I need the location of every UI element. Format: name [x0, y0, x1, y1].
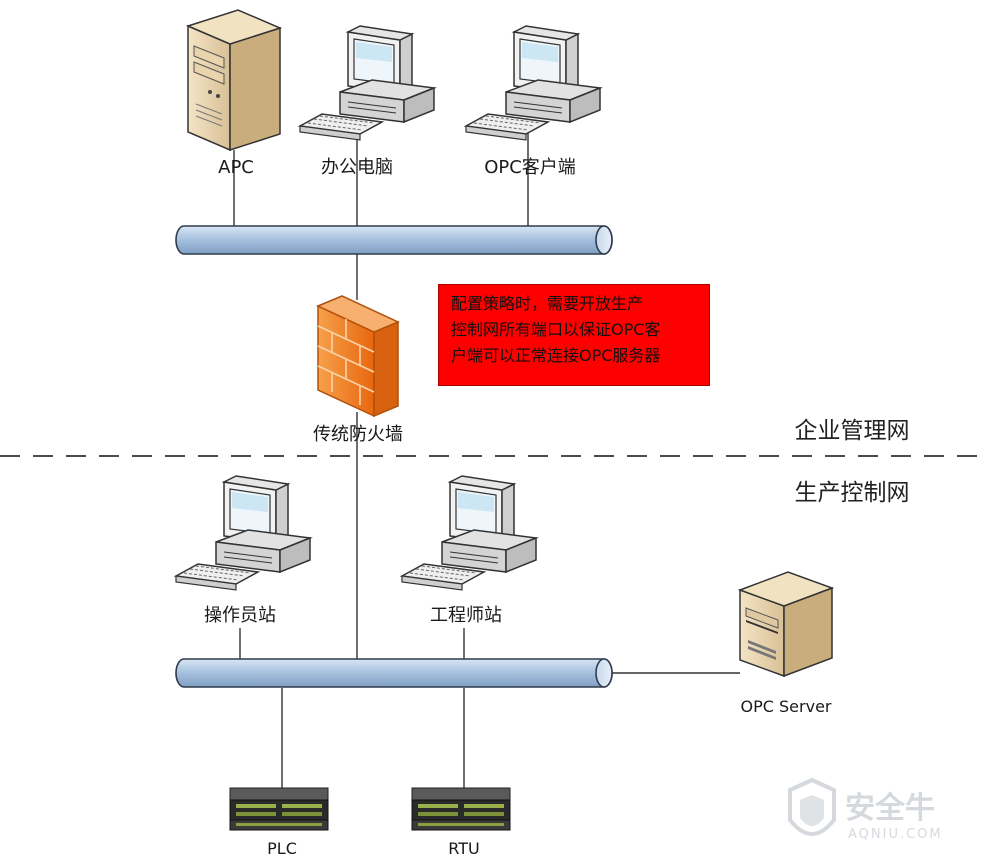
- annotation-line-2: 控制网所有端口以保证OPC客: [451, 320, 661, 339]
- plc-label: PLC: [267, 839, 297, 858]
- desktop-computer-icon: [465, 25, 601, 141]
- opc-server-icon: [737, 571, 835, 678]
- production-bus: [175, 658, 613, 688]
- rack-server-icon: [411, 787, 511, 831]
- rack-server-icon: [229, 787, 329, 831]
- office-pc-label: 办公电脑: [321, 157, 393, 178]
- operator-station-label: 操作员站: [204, 605, 276, 626]
- watermark-brand: 安全牛: [845, 791, 935, 826]
- connector-lines: [233, 132, 740, 792]
- annotation-box: 配置策略时，需要开放生产 控制网所有端口以保证OPC客 户端可以正常连接OPC服…: [438, 284, 710, 386]
- firewall-label: 传统防火墙: [313, 424, 403, 445]
- opc-client-label: OPC客户端: [484, 157, 576, 178]
- watermark-domain: AQNIU.COM: [848, 827, 943, 842]
- annotation-line-3: 户端可以正常连接OPC服务器: [451, 346, 661, 365]
- apc-label: APC: [218, 157, 254, 178]
- opc-server-label: OPC Server: [741, 697, 832, 716]
- firewall-icon: [316, 295, 400, 418]
- engineer-station-label: 工程师站: [430, 605, 502, 626]
- desktop-computer-icon: [299, 25, 435, 141]
- watermark-logo: 安全牛 AQNIU.COM: [788, 777, 943, 842]
- zone-production-label: 生产控制网: [795, 480, 910, 506]
- annotation-line-1: 配置策略时，需要开放生产: [451, 294, 644, 313]
- zone-enterprise-label: 企业管理网: [795, 418, 910, 444]
- rtu-label: RTU: [448, 839, 479, 858]
- desktop-computer-icon: [175, 475, 311, 591]
- server-tower-icon: [185, 9, 283, 152]
- desktop-computer-icon: [401, 475, 537, 591]
- enterprise-bus: [175, 225, 613, 255]
